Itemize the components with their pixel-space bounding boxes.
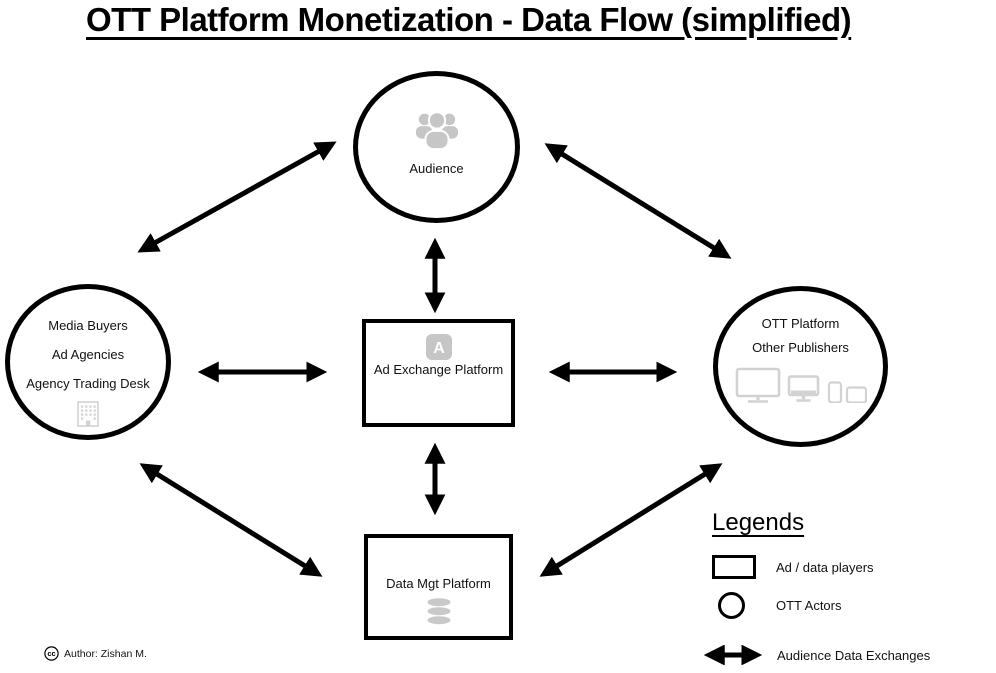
legend-double-arrow-symbol [703,645,763,665]
node-audience: Audience [353,71,520,223]
node-label-ad-exchange: Ad Exchange Platform [373,362,504,377]
building-icon [77,401,99,427]
legend-item-label: Ad / data players [776,559,874,575]
node-ad-exchange: A Ad Exchange Platform [362,319,515,427]
legend-item-audience-data-exchanges: Audience Data Exchanges [700,645,930,665]
legend-item-label: Audience Data Exchanges [777,647,931,663]
monitor-icon [787,375,819,402]
node-data-mgt: Data Mgt Platform [364,534,513,640]
legend-heading: Legends [712,509,805,536]
node-label-ott-platform: OTT Platform [761,316,840,331]
node-label-other-publishers: Other Publishers [752,340,849,355]
legend-rectangle-symbol [712,555,756,579]
node-label-media-buyers: Media Buyers [48,318,128,333]
legend-item-ott-actors: OTT Actors [718,592,842,619]
node-ott-platform: OTT Platform Other Publishers [713,286,888,447]
ad-letter-icon: A [425,334,452,360]
tv-icon [735,367,780,403]
author-text: Author: Zishan M. [64,647,147,660]
footer-credit: cc Author: Zishan M. [44,646,147,661]
edge-media-buyers-audience [137,141,337,253]
tablet-icon [845,386,867,403]
edge-audience-ott-platform [544,143,732,259]
page-title: OTT Platform Monetization - Data Flow (s… [86,1,852,38]
node-media-buyers: Media Buyers Ad Agencies Agency Trading … [5,284,171,440]
node-label-ad-agencies: Ad Agencies [51,347,125,362]
legend-circle-symbol [718,592,745,619]
node-label-audience: Audience [409,160,464,176]
database-icon [427,598,450,625]
cc-icon: cc [44,646,59,661]
cc-glyph: cc [47,649,55,658]
legend-item-ad-data-players: Ad / data players [712,555,874,579]
ad-letter-glyph: A [433,340,445,357]
edge-data-mgt-ott-platform [539,463,723,577]
node-label-data-mgt: Data Mgt Platform [386,576,491,591]
people-group-icon [415,110,458,150]
node-label-agency-trading-desk: Agency Trading Desk [26,376,150,391]
legend-item-label: OTT Actors [776,598,842,613]
smartphone-icon [827,381,842,403]
devices-icon [735,367,867,403]
edge-media-buyers-data-mgt [139,463,323,577]
